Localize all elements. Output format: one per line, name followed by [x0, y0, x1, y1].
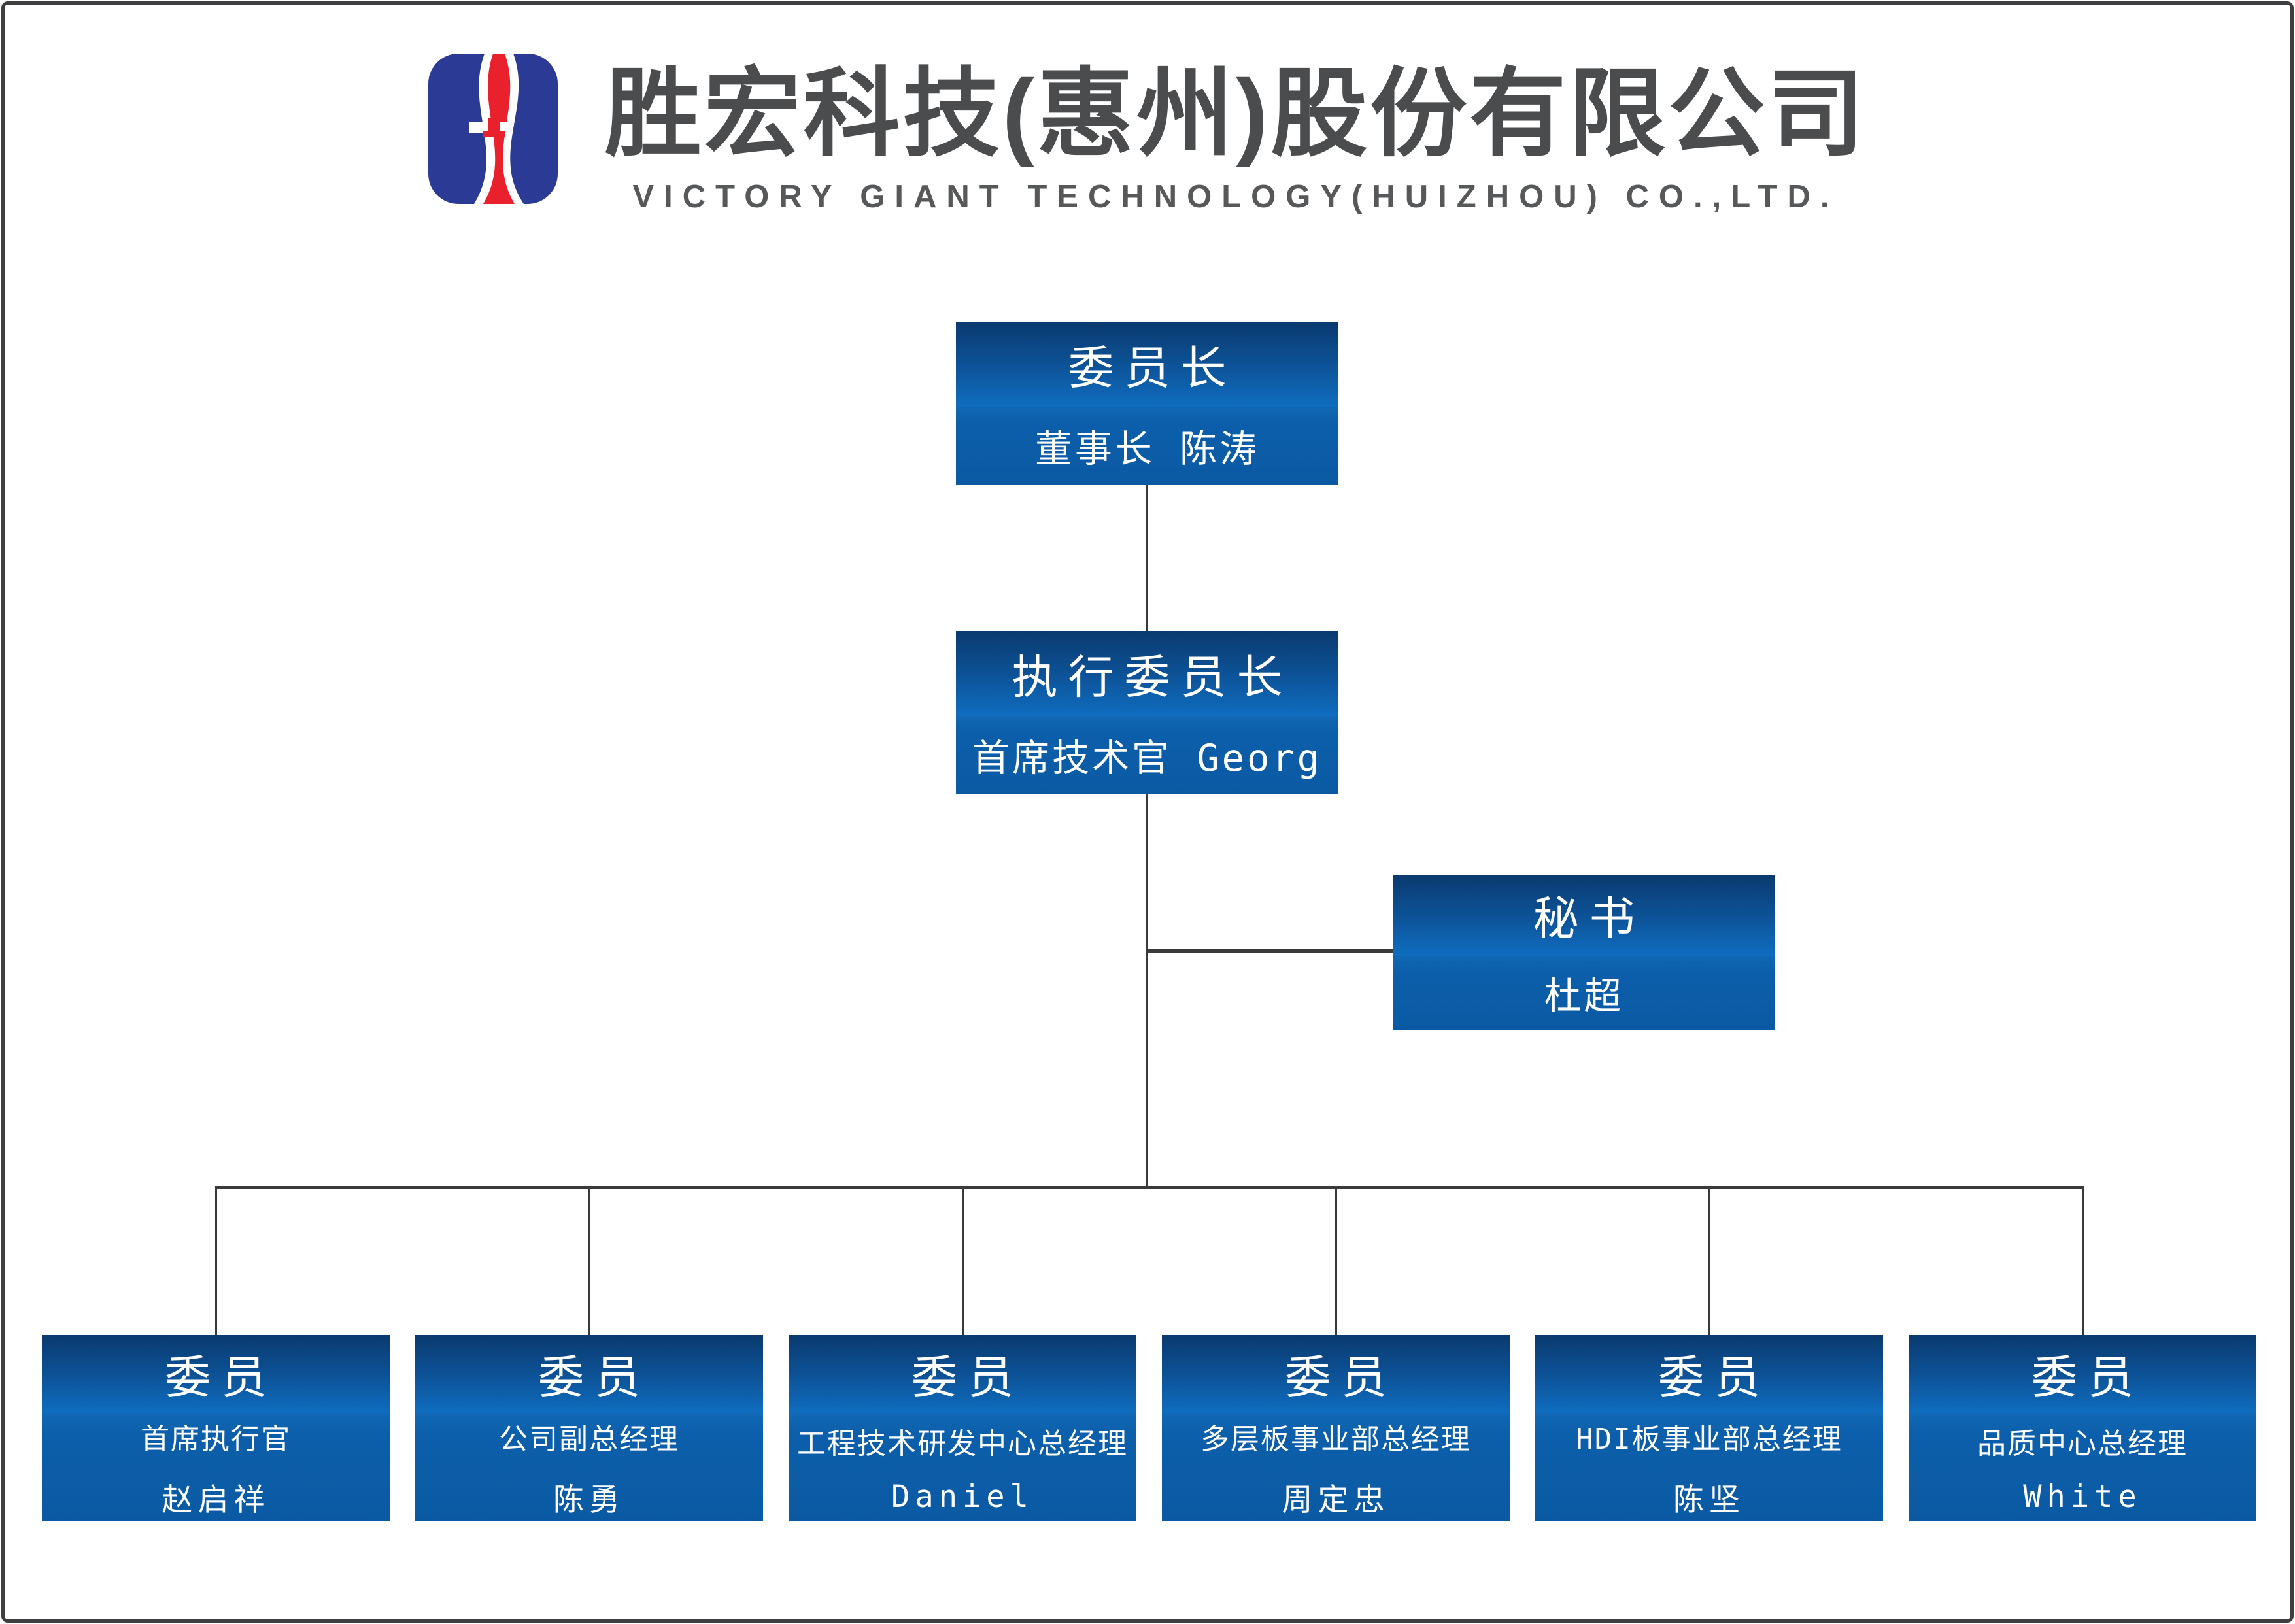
- header-text: 胜宏科技(惠州)股份有限公司 VICTORY GIANT TECHNOLOGY(…: [605, 54, 1867, 215]
- connector-drop-member-5: [1708, 1189, 1710, 1335]
- member-role: 品质中心总经理: [1977, 1427, 2188, 1461]
- org-node-secretary: 秘书 杜超: [1393, 875, 1775, 1030]
- connector-chairman-exec: [1146, 485, 1148, 631]
- connector-drop-member-4: [1335, 1189, 1337, 1335]
- exec-chairman-title: 执行委员长: [1012, 650, 1293, 704]
- org-node-member-2: 委员 公司副总经理 陈勇: [415, 1335, 763, 1521]
- member-role: 工程技术研发中心总经理: [797, 1427, 1128, 1461]
- org-node-member-3: 委员 工程技术研发中心总经理 Daniel: [789, 1335, 1136, 1521]
- connector-members-bus: [215, 1186, 2084, 1189]
- member-person: Daniel: [891, 1478, 1034, 1515]
- secretary-name: 杜超: [1544, 974, 1624, 1018]
- member-role: 公司副总经理: [499, 1422, 679, 1456]
- member-role: HDI板事业部总经理: [1576, 1422, 1843, 1456]
- member-person: 周定忠: [1282, 1481, 1390, 1518]
- member-person: 陈勇: [553, 1481, 625, 1518]
- exec-chairman-name: 首席技术官 Georg: [972, 737, 1322, 780]
- secretary-title: 秘书: [1533, 892, 1646, 946]
- org-node-member-6: 委员 品质中心总经理 White: [1909, 1335, 2256, 1521]
- member-title: 委员: [911, 1351, 1024, 1405]
- header: 胜宏科技(惠州)股份有限公司 VICTORY GIANT TECHNOLOGY(…: [0, 54, 2295, 215]
- org-node-member-4: 委员 多层板事业部总经理 周定忠: [1162, 1335, 1510, 1521]
- member-title: 委员: [1658, 1351, 1771, 1405]
- member-title: 委员: [2032, 1351, 2144, 1405]
- connector-drop-member-1: [215, 1189, 217, 1335]
- connector-drop-member-3: [962, 1189, 964, 1335]
- member-person: 赵启祥: [162, 1481, 270, 1518]
- chairman-name: 董事长 陈涛: [1034, 428, 1260, 471]
- connector-exec-members-trunk: [1146, 794, 1148, 1189]
- member-title: 委员: [165, 1351, 277, 1405]
- member-title: 委员: [1285, 1351, 1397, 1405]
- member-person: White: [2023, 1478, 2142, 1515]
- member-person: 陈坚: [1673, 1481, 1745, 1518]
- company-logo-icon: [428, 54, 558, 204]
- connector-drop-member-6: [2082, 1189, 2084, 1335]
- org-node-chairman: 委员长 董事长 陈涛: [956, 322, 1338, 485]
- member-role: 首席执行官: [141, 1422, 291, 1456]
- company-name-cn: 胜宏科技(惠州)股份有限公司: [604, 60, 1867, 168]
- connector-secretary-branch: [1147, 949, 1393, 953]
- company-name-en: VICTORY GIANT TECHNOLOGY(HUIZHOU) CO.,LT…: [632, 179, 1839, 214]
- member-role: 多层板事业部总经理: [1200, 1422, 1471, 1456]
- connector-drop-member-2: [588, 1189, 590, 1335]
- org-node-member-1: 委员 首席执行官 赵启祥: [42, 1335, 390, 1521]
- chairman-title: 委员长: [1068, 341, 1237, 395]
- member-title: 委员: [538, 1351, 651, 1405]
- org-node-exec-chairman: 执行委员长 首席技术官 Georg: [956, 631, 1338, 794]
- org-node-member-5: 委员 HDI板事业部总经理 陈坚: [1535, 1335, 1883, 1521]
